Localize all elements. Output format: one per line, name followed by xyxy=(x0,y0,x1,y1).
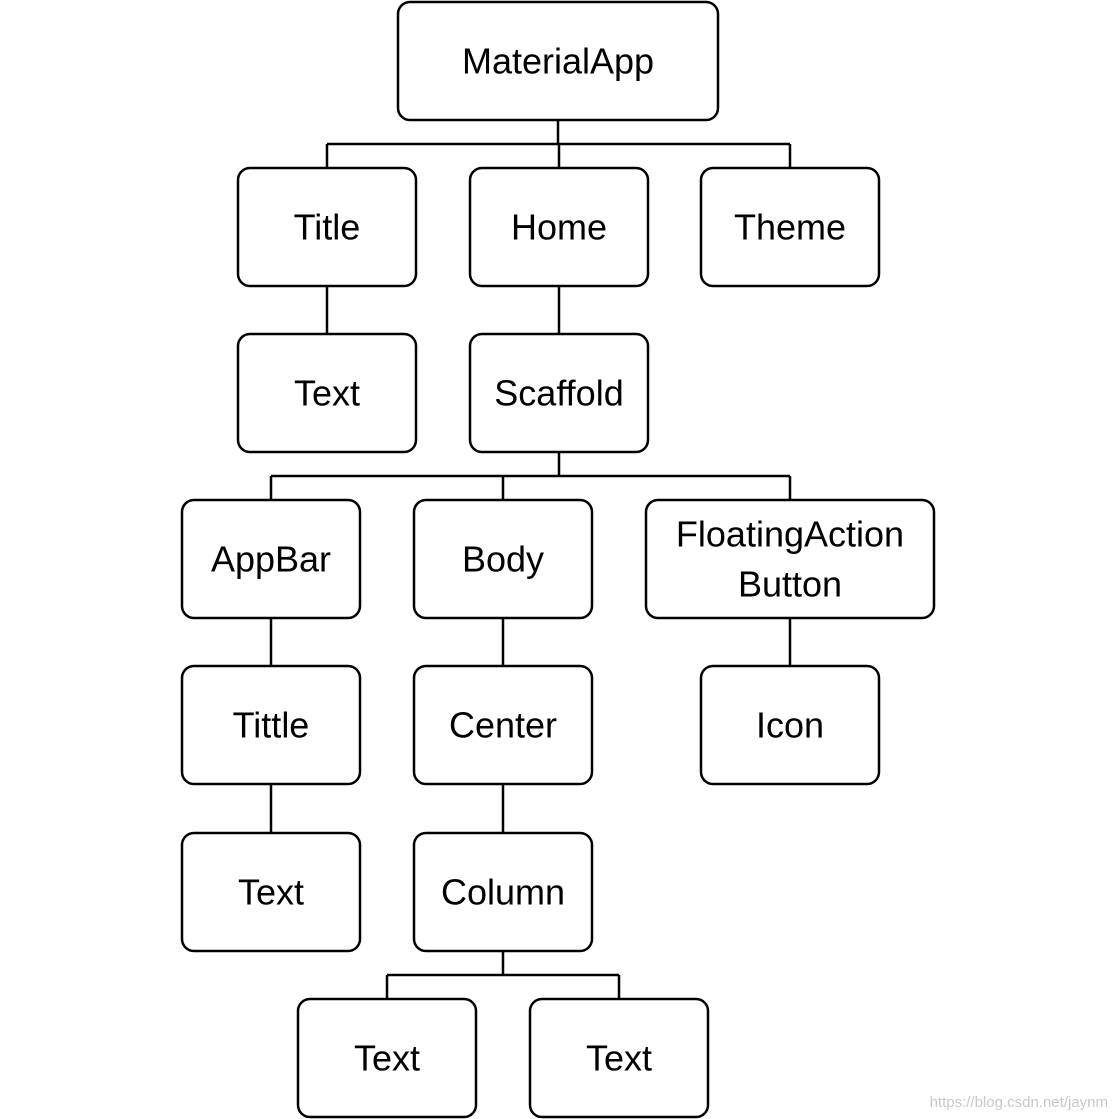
node-home: Home xyxy=(468,166,650,288)
node-label: Theme xyxy=(734,207,846,248)
node-title-text: Text xyxy=(236,332,418,454)
node-column: Column xyxy=(412,831,594,953)
node-materialapp: MaterialApp xyxy=(396,0,720,122)
node-box xyxy=(412,831,594,953)
node-label: Body xyxy=(462,539,544,580)
node-body: Body xyxy=(412,498,594,620)
node-box xyxy=(468,166,650,288)
node-label: MaterialApp xyxy=(462,41,654,82)
node-label: Title xyxy=(294,207,361,248)
node-box xyxy=(412,664,594,786)
node-label: FloatingAction xyxy=(676,514,904,555)
node-box xyxy=(396,0,720,122)
node-box xyxy=(699,166,881,288)
node-scaffold: Scaffold xyxy=(468,332,650,454)
node-title: Title xyxy=(236,166,418,288)
node-box xyxy=(412,498,594,620)
node-label: Center xyxy=(449,705,557,746)
node-label: AppBar xyxy=(211,539,331,580)
node-label: Column xyxy=(441,872,565,913)
edge-scaffold xyxy=(269,452,792,500)
node-label: Scaffold xyxy=(494,373,623,414)
node-box xyxy=(236,332,418,454)
node-box xyxy=(699,664,881,786)
node-label: Home xyxy=(511,207,607,248)
node-box xyxy=(180,664,362,786)
node-box xyxy=(528,997,710,1119)
node-box xyxy=(236,166,418,288)
node-label: Icon xyxy=(756,705,824,746)
node-label: Button xyxy=(738,564,842,605)
node-box xyxy=(296,997,478,1119)
node-label: Text xyxy=(354,1038,420,1079)
node-appbar: AppBar xyxy=(180,498,362,620)
node-box xyxy=(468,332,650,454)
tree-edges xyxy=(269,120,792,999)
node-center: Center xyxy=(412,664,594,786)
node-box xyxy=(644,498,936,620)
node-tittle: Tittle xyxy=(180,664,362,786)
edge-column xyxy=(385,951,621,999)
node-label: Text xyxy=(294,373,360,414)
node-box xyxy=(180,498,362,620)
node-icon: Icon xyxy=(699,664,881,786)
node-label: Text xyxy=(238,872,304,913)
node-column-text-1: Text xyxy=(296,997,478,1119)
watermark: https://blog.csdn.net/jaynm xyxy=(929,1094,1108,1111)
node-column-text-2: Text xyxy=(528,997,710,1119)
node-theme: Theme xyxy=(699,166,881,288)
node-box xyxy=(180,831,362,953)
node-tittle-text: Text xyxy=(180,831,362,953)
node-label: Text xyxy=(586,1038,652,1079)
node-label: Tittle xyxy=(233,705,310,746)
edge-materialapp xyxy=(325,120,792,168)
